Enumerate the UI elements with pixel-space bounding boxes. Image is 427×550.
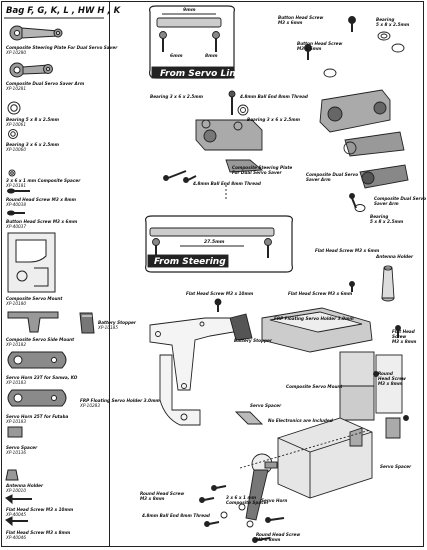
flat-head-screw-10-icon: [5, 494, 32, 505]
callout: Servo Spacer: [250, 403, 282, 408]
callout: FRP Floating Servo Holder 3.0mm: [274, 316, 354, 321]
callout: Flat Head Screw M3 x 6mm: [288, 291, 353, 296]
callout: Servo Horn: [261, 498, 288, 503]
servo-link-banner: From Servo Link: [160, 69, 242, 79]
part-label: Composite Steering Plate For Dual Servo …: [6, 45, 118, 55]
steering-link-inset: [145, 215, 293, 273]
bearing-360-icon: [8, 129, 18, 139]
steering-plate-assembly: [163, 90, 264, 200]
steering-link-banner: From Steering Link: [154, 257, 251, 267]
servo-horn-23t-icon: [7, 351, 67, 369]
callout: Bearing 3 x 6 x 2.5mm: [150, 94, 204, 99]
callout: Composite Servo Mount: [286, 384, 343, 389]
bearing-580-icon: [7, 101, 21, 115]
servo-mount-icon: [7, 232, 56, 293]
flat-head-screw-8-icon: [5, 516, 28, 527]
spacer-icon: [8, 169, 16, 177]
antenna-holder-icon: [5, 469, 19, 481]
callout: Servo Spacer: [380, 464, 412, 469]
callout: Flat Head Screw M3 x 6mm: [315, 248, 380, 253]
dim-label: 8mm: [205, 54, 218, 59]
steering-plate-icon: [9, 25, 63, 41]
callout: Flat Head Screw M3 x 10mm: [186, 291, 254, 296]
callout: 4.8mm Ball End 8mm Thread: [142, 513, 210, 518]
servo-saver-arm-icon: [9, 62, 53, 78]
servo-saver-assembly: [304, 16, 409, 212]
servo-spacer-icon: [7, 426, 23, 438]
round-head-screw-icon: [7, 188, 30, 194]
bag-title: Bag F, G, K, L , HW H , K: [6, 6, 121, 16]
callout: 4.8mm Ball End 8mm Thread: [240, 94, 308, 99]
callout: Antenna Holder: [376, 254, 414, 259]
battery-stopper-icon: [79, 312, 95, 334]
dim-label: 6mm: [170, 54, 183, 59]
callout: 4.8mm Ball End 8mm Thread: [193, 181, 261, 186]
servo-mount-assembly: [149, 265, 409, 543]
dim-label: 9mm: [183, 8, 196, 13]
button-head-screw-icon: [7, 210, 25, 216]
callout: Bearing 3 x 6 x 2.5mm: [247, 117, 301, 122]
parts-sidebar: Bag F, G, K, L , HW H , K: [2, 2, 121, 546]
callout: Battery Stopper: [234, 338, 272, 343]
servo-side-mount-icon: [7, 311, 59, 333]
dim-label: 27.5mm: [204, 240, 225, 245]
servo-horn-25t-icon: [7, 389, 67, 407]
callout: No Electronics are Included: [268, 418, 333, 423]
servo-link-inset: [149, 5, 235, 79]
